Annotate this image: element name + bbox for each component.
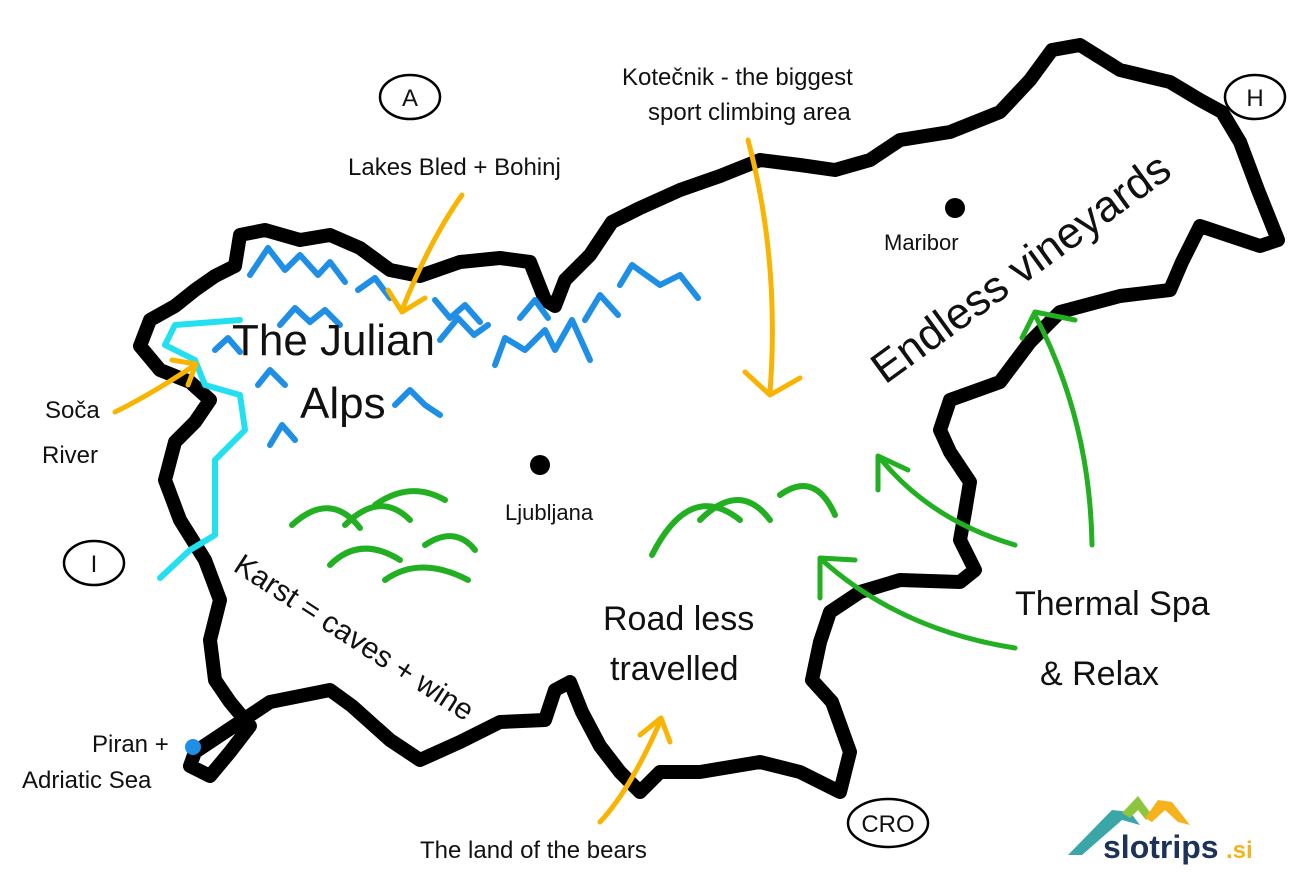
- border-croatia: CRO: [846, 797, 930, 849]
- lakes-arrow: [385, 192, 465, 315]
- slotrips-logo: slotrips .si: [1068, 796, 1253, 865]
- vineyards-arrow: [1019, 309, 1095, 548]
- svg-text:CRO: CRO: [861, 811, 914, 838]
- thermal-spa-label-2: & Relax: [1040, 655, 1159, 693]
- julian-alps-label-2: Alps: [300, 379, 386, 428]
- svg-text:A: A: [402, 85, 418, 112]
- border-italy: I: [62, 539, 126, 587]
- spa-arrow-2: [817, 555, 1018, 651]
- mountains: [212, 245, 701, 448]
- ljubljana-dot: [530, 455, 550, 475]
- country-outline: [133, 38, 1285, 799]
- piran-dot: [185, 739, 201, 755]
- julian-alps-label-1: The Julian: [232, 316, 435, 365]
- kotecnik-label-2: sport climbing area: [648, 99, 851, 126]
- bears-label: The land of the bears: [420, 837, 647, 864]
- border-austria: A: [378, 73, 442, 121]
- soca-label-1: Soča: [45, 397, 100, 424]
- piran-label-1: Piran +: [92, 731, 169, 758]
- city-maribor: Maribor: [884, 230, 959, 255]
- soca-label-2: River: [42, 442, 98, 469]
- svg-text:H: H: [1246, 85, 1263, 112]
- kotecnik-label-1: Kotečnik - the biggest: [622, 64, 853, 91]
- road-less-label-2: travelled: [610, 650, 739, 688]
- logo-name: slotrips: [1103, 829, 1219, 865]
- soca-arrow: [112, 357, 199, 415]
- kotecnik-arrow: [742, 137, 803, 398]
- border-hungary: H: [1223, 73, 1287, 121]
- maribor-dot: [945, 198, 965, 218]
- city-ljubljana: Ljubljana: [505, 500, 594, 525]
- thermal-spa-label-1: Thermal Spa: [1015, 585, 1210, 623]
- soca-river: [157, 317, 248, 581]
- hills: [289, 483, 838, 583]
- svg-text:I: I: [91, 551, 98, 578]
- arrows: [112, 137, 1095, 825]
- road-less-label-1: Road less: [603, 600, 754, 638]
- logo-tld: .si: [1226, 837, 1253, 864]
- spa-arrow-1: [875, 453, 1018, 548]
- bears-arrow: [597, 715, 673, 825]
- piran-label-2: Adriatic Sea: [22, 767, 152, 794]
- lakes-label: Lakes Bled + Bohinj: [348, 154, 561, 181]
